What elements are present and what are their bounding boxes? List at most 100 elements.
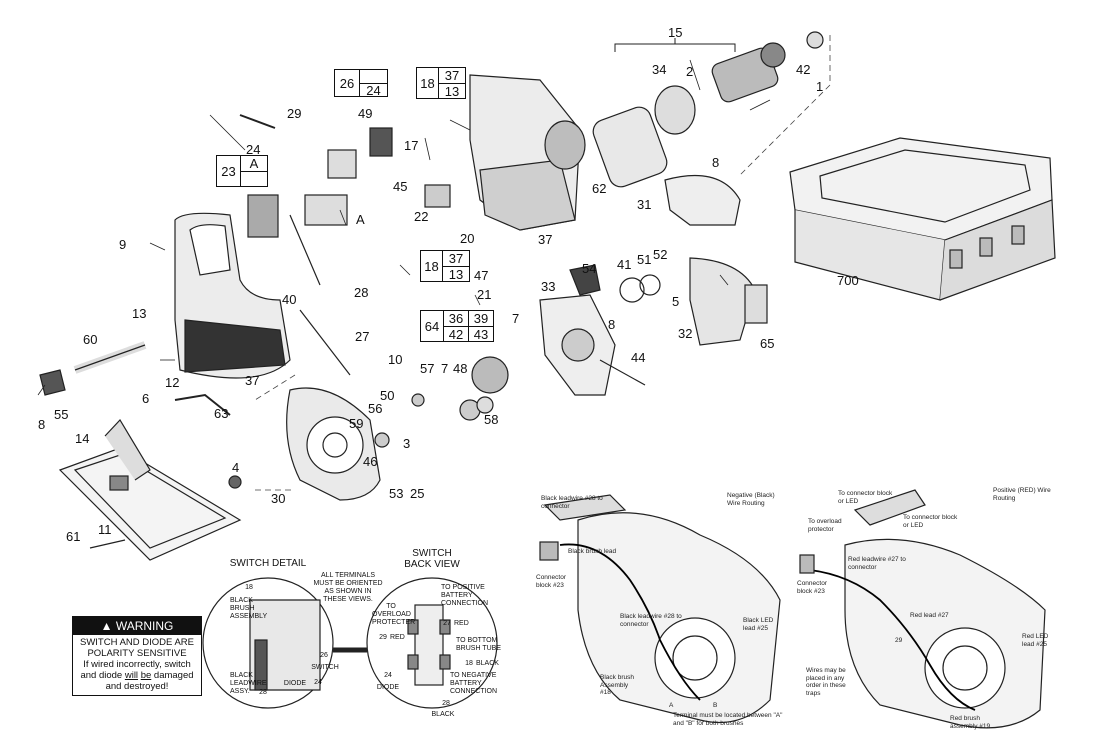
callout-7-a: 7 xyxy=(512,311,520,326)
neg-routing-title: Negative (Black) Wire Routing xyxy=(727,492,775,507)
switch-back-view-title: SWITCH BACK VIEW xyxy=(404,548,460,570)
sb-black-28: BLACK xyxy=(431,711,455,718)
sb-diode: DIODE xyxy=(376,684,400,691)
callout-8-c: 8 xyxy=(608,317,616,332)
neg-connector-block: Connector block #23 xyxy=(536,574,566,589)
callout-44: 44 xyxy=(631,350,646,365)
callout-28: 28 xyxy=(354,285,369,300)
callout-48: 48 xyxy=(453,361,468,376)
pos-to-overload: To overload protector xyxy=(808,518,842,533)
callout-55: 55 xyxy=(54,407,69,422)
handle-housing-drawing xyxy=(174,212,291,379)
callout-65: 65 xyxy=(760,336,775,351)
neg-point-a: A xyxy=(669,702,674,709)
neg-black-leadwire-mid: Black leadwire #28 to connector xyxy=(620,613,682,628)
callout-33: 33 xyxy=(541,279,556,294)
gear-case-drawing xyxy=(539,294,616,396)
pos-routing-title: Positive (RED) Wire Routing xyxy=(993,487,1051,502)
callout-46: 46 xyxy=(363,454,378,469)
pos-red-lead: Red lead #27 xyxy=(910,612,949,619)
callout-41: 41 xyxy=(617,257,632,272)
neg-black-brush-assy: Black brush Assembly #18 xyxy=(600,674,634,696)
box-36: 36 xyxy=(444,311,469,327)
warning-icon: ▲ xyxy=(100,619,113,633)
callout-13: 13 xyxy=(132,306,147,321)
callout-1: 1 xyxy=(816,79,824,94)
callout-22: 22 xyxy=(414,209,429,224)
negative-routing-drawing xyxy=(539,494,781,724)
warning-will: will xyxy=(124,670,139,681)
box-26-24: 26 24 xyxy=(334,69,388,98)
box-64: 64 xyxy=(421,311,444,341)
callout-10: 10 xyxy=(388,352,403,367)
warning-damage-text: If wired incorrectly, switch and diode w… xyxy=(76,659,198,692)
armature-drawing xyxy=(592,31,824,188)
callout-31: 31 xyxy=(637,197,652,212)
callout-51: 51 xyxy=(637,252,652,267)
pos-red-leadwire: Red leadwire #27 to connector xyxy=(848,556,906,571)
sb-callout-27: 27 xyxy=(443,620,451,627)
neg-terminal-note: Terminal must be located between "A" and… xyxy=(673,712,783,727)
callout-9: 9 xyxy=(119,237,127,252)
callout-54: 54 xyxy=(582,261,597,276)
neg-black-brush-lead: Black brush lead xyxy=(568,548,617,555)
sb-black-18: BLACK xyxy=(476,660,499,667)
box-mid-c: 13 xyxy=(448,266,464,282)
pos-connector-block: Connector block #23 xyxy=(797,580,827,595)
sb-callout-18: 18 xyxy=(465,660,473,667)
small-parts-drawing xyxy=(39,114,661,549)
box-mid-b: 37 xyxy=(443,251,469,267)
box-18-37-13-top: 18 37 13 xyxy=(416,67,466,99)
callout-40: 40 xyxy=(282,292,297,307)
to-negative-label: TO NEGATIVE BATTERY CONNECTION xyxy=(450,672,498,695)
sd-callout-24: 24 xyxy=(314,679,322,686)
callout-32: 32 xyxy=(678,326,693,341)
switch-label: SWITCH xyxy=(311,664,339,671)
all-terminals-note: ALL TERMINALS MUST BE ORIENTED AS SHOWN … xyxy=(313,572,383,603)
base-plate-drawing xyxy=(58,419,242,561)
callout-14: 14 xyxy=(75,431,90,446)
switch-detail-title: SWITCH DETAIL xyxy=(229,558,307,569)
callout-6: 6 xyxy=(142,391,150,406)
box-39: 39 xyxy=(469,311,493,327)
sb-callout-29: 29 xyxy=(379,634,387,641)
callout-37-a: 37 xyxy=(538,232,553,247)
warning-be: be xyxy=(140,670,152,681)
warning-box: ▲ WARNING SWITCH AND DIODE ARE POLARITY … xyxy=(72,616,202,696)
to-positive-label: TO POSITIVE BATTERY CONNECTION xyxy=(441,584,489,607)
to-overload-label: TO OVERLOAD PROTECTER xyxy=(372,603,416,626)
box-mid-a: 18 xyxy=(421,251,443,281)
pos-to-connector-1: To connector block or LED xyxy=(838,490,893,505)
callout-45: 45 xyxy=(393,179,408,194)
to-bottom-brush-label: TO BOTTOM BRUSH TUBE xyxy=(456,637,501,652)
callout-27: 27 xyxy=(355,329,370,344)
callout-11: 11 xyxy=(98,522,112,537)
callout-5: 5 xyxy=(672,294,680,309)
callout-34: 34 xyxy=(652,62,667,77)
pos-red-led: Red LED lead #25 xyxy=(1022,633,1049,648)
sd-callout-28: 28 xyxy=(259,689,267,696)
callout-30: 30 xyxy=(271,491,286,506)
motor-housing-drawing xyxy=(469,74,586,231)
box-23-A: 23 A xyxy=(216,155,268,187)
warning-line-a: If wired incorrectly, switch and diode xyxy=(80,659,191,681)
callout-60: 60 xyxy=(83,332,98,347)
sd-callout-18: 18 xyxy=(245,584,253,591)
callout-50: 50 xyxy=(380,388,395,403)
warning-heading: WARNING xyxy=(115,619,174,633)
lower-guard-drawing xyxy=(286,387,381,501)
upper-guard-drawing xyxy=(664,174,768,346)
diode-label: DIODE xyxy=(283,680,307,687)
carrying-case-drawing xyxy=(789,137,1056,301)
sd-callout-26: 26 xyxy=(320,652,328,659)
pos-callout-29: 29 xyxy=(895,637,903,644)
callout-15: 15 xyxy=(668,25,683,40)
callout-29: 29 xyxy=(287,106,302,121)
box-26-24-b: 24 xyxy=(360,83,387,98)
box-top-a: 18 xyxy=(417,68,439,98)
callout-37-b: 37 xyxy=(245,373,260,388)
callout-2: 2 xyxy=(686,64,694,79)
callout-700: 700 xyxy=(837,273,859,288)
pos-wires-note: Wires may be placed in any order in thes… xyxy=(806,667,846,697)
